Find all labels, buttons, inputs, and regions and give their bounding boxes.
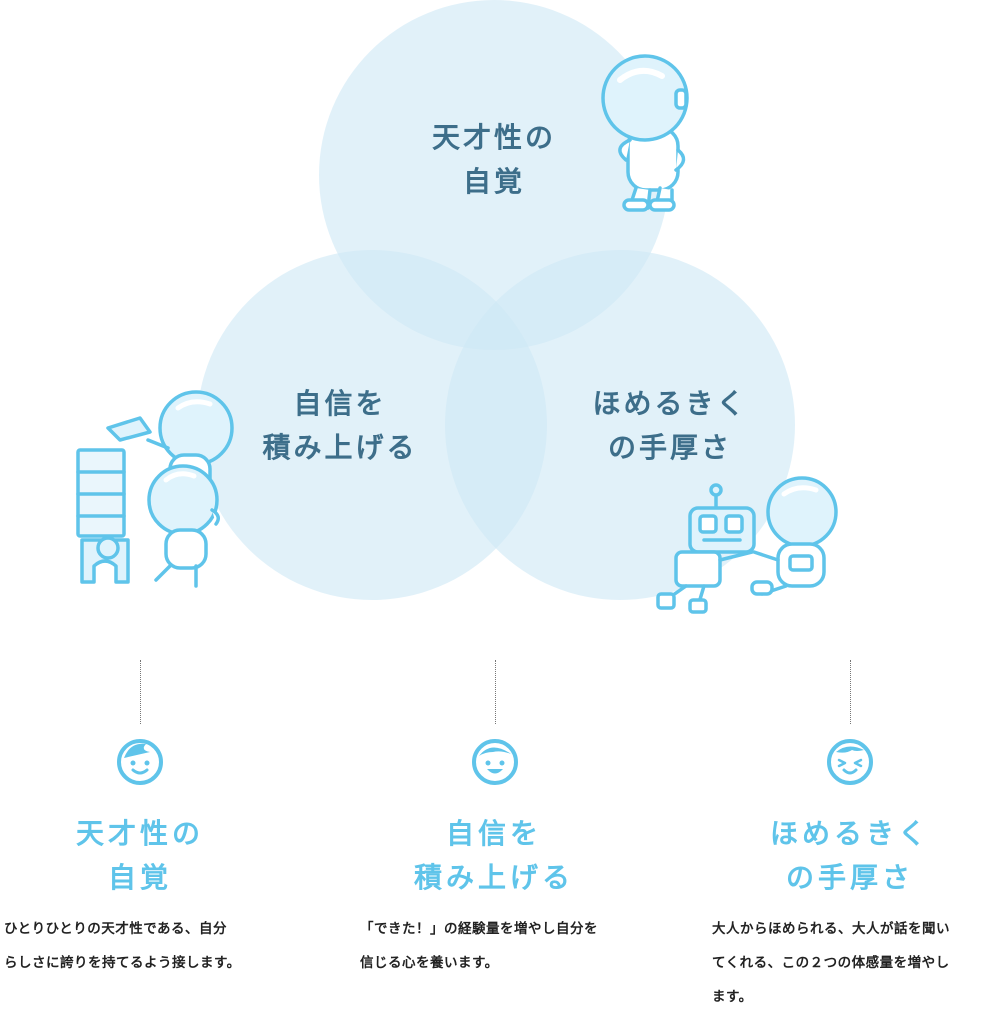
- column-title-1: 天才性の 自覚: [40, 812, 240, 900]
- venn-diagram: [76, 0, 838, 614]
- venn-label-left-line1: 自信を: [293, 387, 387, 420]
- venn-label-left: 自信を 積み上げる: [240, 382, 440, 470]
- column-description-2-line1: 「できた！」の経験量を増やし自分を: [360, 921, 598, 937]
- column-description-1-line2: らしさに誇りを持てるよう接します。: [4, 955, 241, 971]
- venn-label-top-line1: 天才性の: [431, 121, 556, 154]
- column-title-2-line2: 積み上げる: [413, 861, 574, 894]
- column-title-3-line2: の手厚さ: [785, 861, 914, 894]
- column-description-2-line2: 信じる心を養います。: [360, 955, 499, 971]
- venn-label-right-line1: ほめるきく: [592, 387, 748, 420]
- column-description-3-line3: ます。: [712, 989, 753, 1005]
- venn-label-top: 天才性の 自覚: [394, 116, 594, 204]
- robot-astronaut-illustration: [656, 476, 838, 614]
- connector-line-1: [140, 660, 141, 724]
- column-description-1-line1: ひとりひとりの天才性である、自分: [4, 921, 228, 937]
- astronaut-illustration-top: [601, 54, 689, 212]
- column-title-1-line2: 自覚: [107, 861, 172, 894]
- column-description-1: ひとりひとりの天才性である、自分 らしさに誇りを持てるよう接します。: [4, 912, 274, 980]
- column-description-2: 「できた！」の経験量を増やし自分を 信じる心を養います。: [360, 912, 650, 980]
- column-title-2: 自信を 積み上げる: [394, 812, 594, 900]
- astronaut-illustration-left: [76, 390, 234, 588]
- smiling-face-icon: [117, 739, 163, 785]
- column-title-3: ほめるきく の手厚さ: [740, 812, 960, 900]
- connector-line-2: [495, 660, 496, 724]
- venn-label-right: ほめるきく の手厚さ: [560, 382, 780, 470]
- venn-label-right-line2: の手厚さ: [607, 431, 732, 464]
- column-title-2-line1: 自信を: [445, 817, 542, 850]
- column-description-3-line1: 大人からほめられる、大人が話を聞い: [712, 921, 950, 937]
- venn-circle-left: [197, 250, 547, 600]
- column-title-3-line1: ほめるきく: [769, 817, 930, 850]
- happy-face-icon: [472, 739, 518, 785]
- column-description-3: 大人からほめられる、大人が話を聞い てくれる、この２つの体感量を増やし ます。: [712, 912, 988, 1014]
- connector-line-3: [850, 660, 851, 724]
- venn-label-left-line2: 積み上げる: [262, 431, 418, 464]
- laughing-face-icon: [827, 739, 873, 785]
- column-title-1-line1: 天才性の: [75, 817, 204, 850]
- column-description-3-line2: てくれる、この２つの体感量を増やし: [712, 955, 950, 971]
- venn-label-top-line2: 自覚: [462, 165, 525, 198]
